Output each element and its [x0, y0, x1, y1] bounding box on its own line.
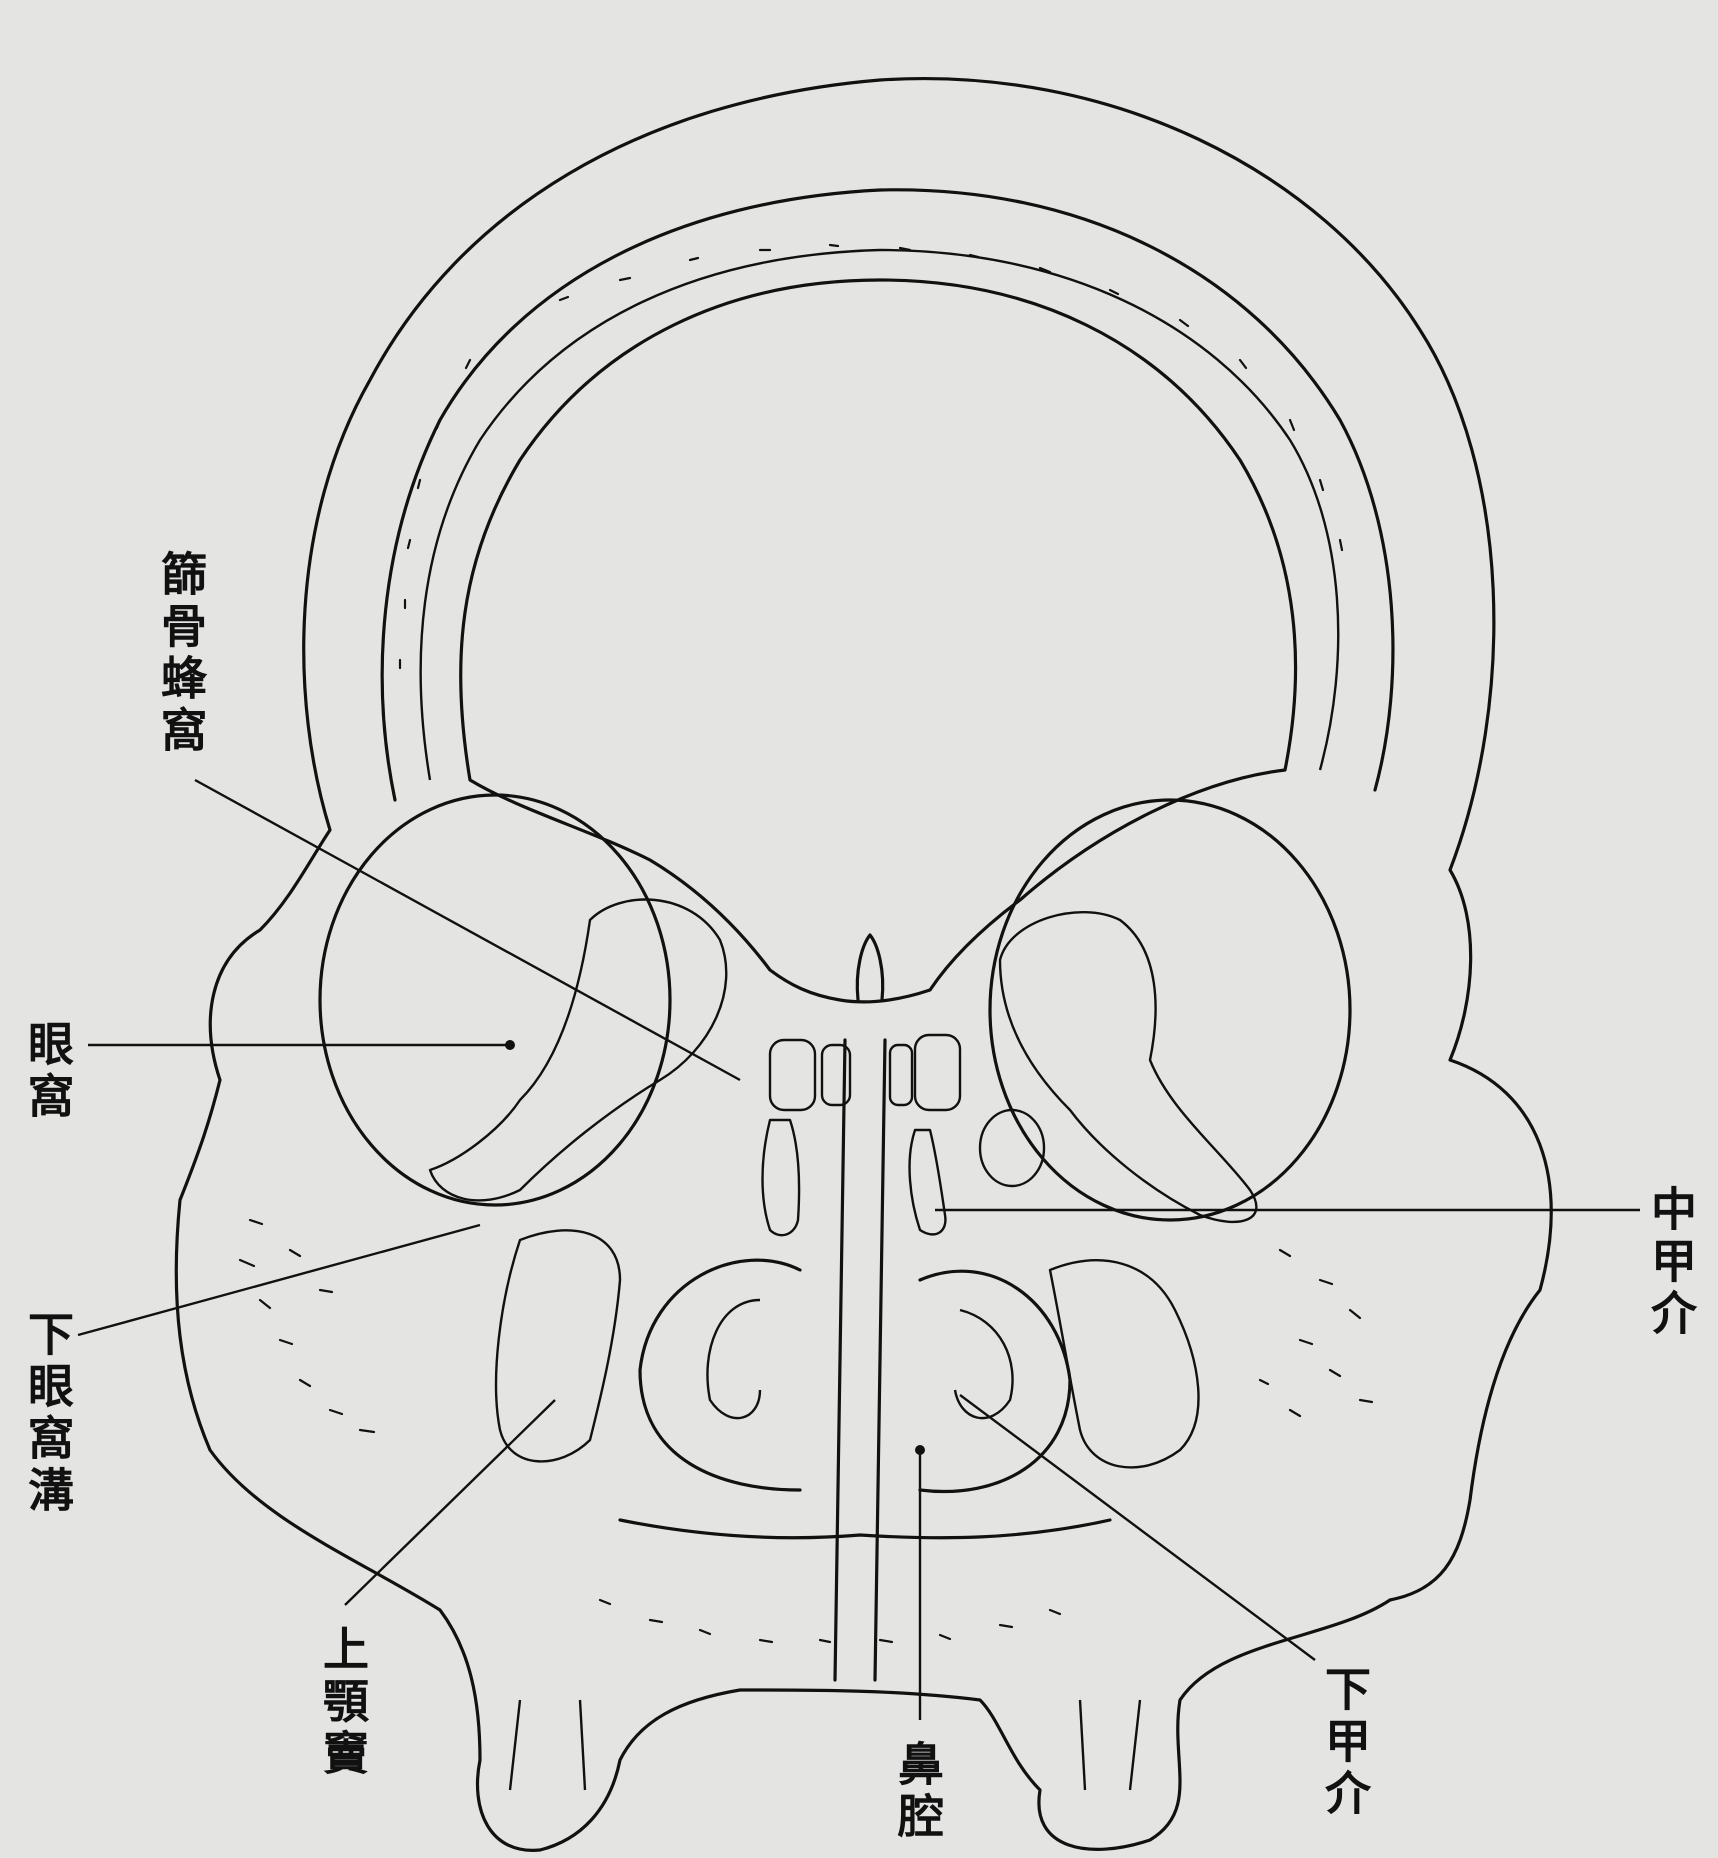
hard-palate	[620, 1520, 1110, 1538]
inferior-turbinate-leader	[960, 1395, 1315, 1660]
label-inferior-turbinate: 下甲介	[1322, 1665, 1368, 1821]
right-inferior-turbinate	[920, 1271, 1070, 1491]
leader-lines	[78, 780, 1640, 1720]
maxillary-sinus-leader	[345, 1400, 555, 1605]
diploe-outline	[421, 250, 1339, 780]
crista-galli	[857, 935, 882, 1000]
left-orbit-muscle	[430, 900, 726, 1201]
left-ethmoid-cell-1	[770, 1040, 815, 1110]
right-inferior-turbinate-inner	[955, 1310, 1013, 1418]
left-middle-turbinate	[763, 1120, 800, 1235]
left-inferior-turbinate	[640, 1260, 800, 1490]
bone-specks	[240, 245, 1372, 1642]
right-orbit-muscle	[1000, 912, 1256, 1222]
label-inferior-orbital-fissure: 下眼窩溝	[25, 1310, 71, 1518]
label-orbit: 眼窩	[25, 1020, 71, 1124]
nasal-septum	[835, 1040, 885, 1680]
label-middle-turbinate: 中甲介	[1648, 1185, 1694, 1341]
right-maxillary-sinus	[1050, 1260, 1199, 1467]
cranial-fossa-outline	[461, 280, 1296, 1002]
left-tooth	[510, 1700, 585, 1790]
label-nasal-cavity: 鼻腔	[895, 1740, 941, 1844]
right-ethmoid-cell-1	[915, 1035, 960, 1110]
left-inferior-turbinate-inner	[707, 1300, 760, 1418]
label-maxillary-sinus: 上顎竇	[320, 1625, 366, 1781]
inferior-orbital-fissure-leader	[78, 1225, 480, 1335]
right-middle-turbinate	[910, 1130, 946, 1234]
left-orbit-outline	[320, 795, 670, 1205]
right-tooth	[1080, 1700, 1140, 1790]
label-ethmoid-cells: 篩骨蜂窩	[158, 550, 204, 758]
left-maxillary-sinus	[496, 1230, 620, 1461]
right-ethmoid-cell-2	[890, 1045, 912, 1105]
